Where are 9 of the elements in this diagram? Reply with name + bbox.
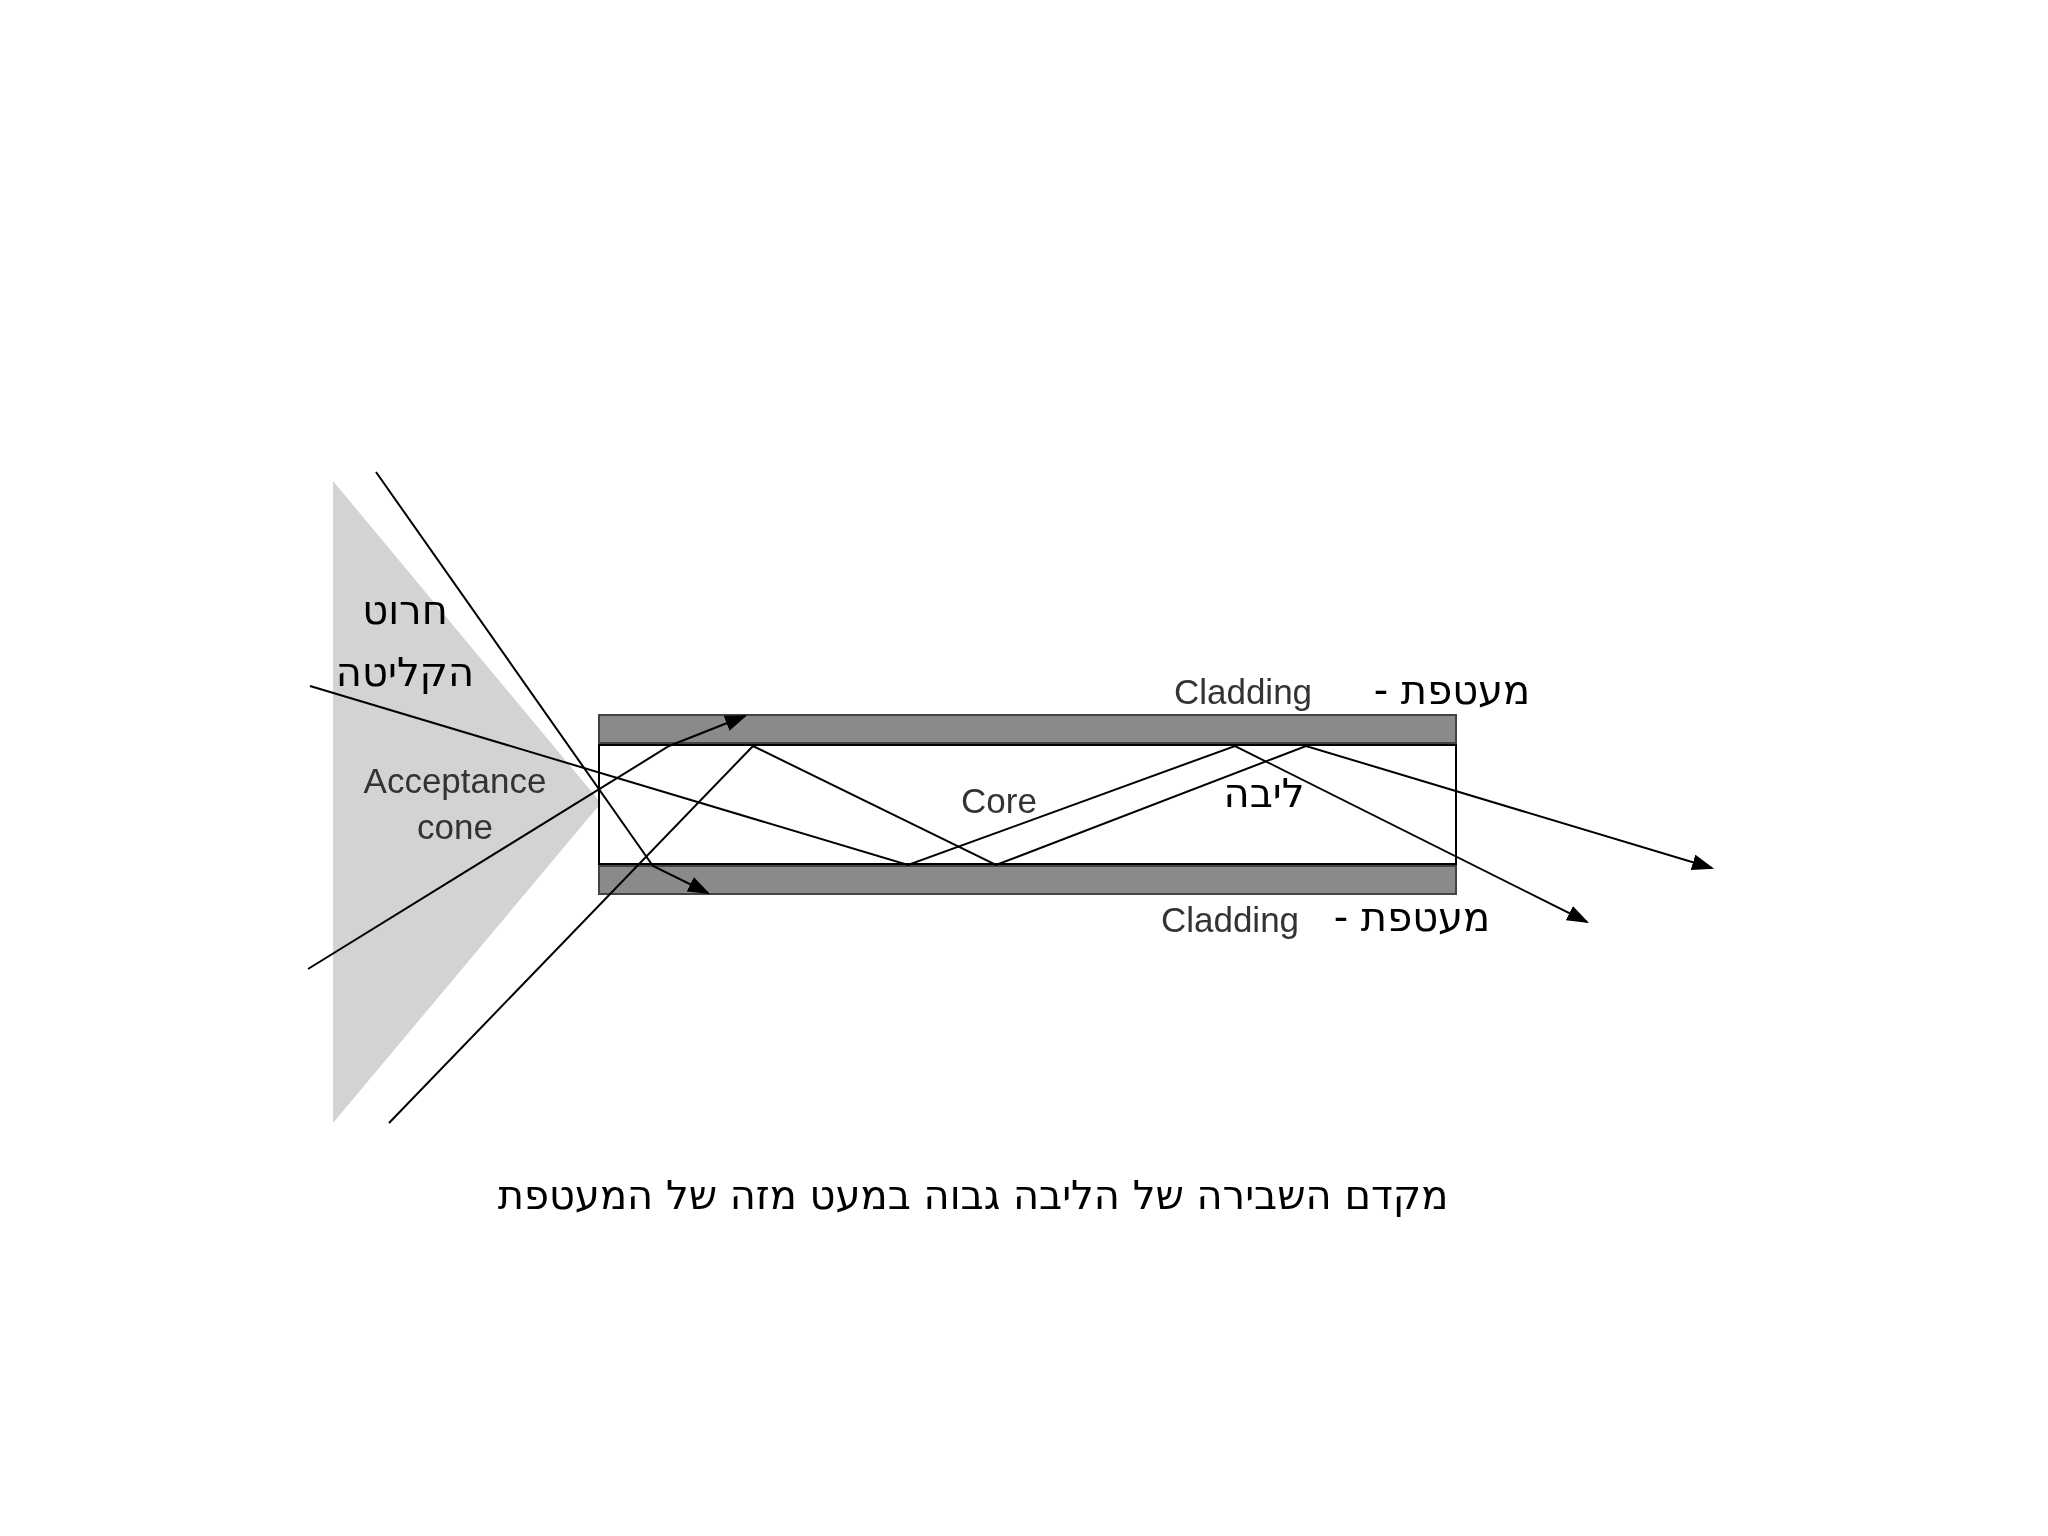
cladding-label: Cladding (1160, 899, 1300, 941)
cladding-label: מעטפת - (1373, 666, 1531, 714)
cladding-label: Cladding (1173, 671, 1313, 713)
cone-label: Acceptance cone (362, 760, 548, 848)
core-label: ליבה (1223, 769, 1305, 817)
cone-label: חרוט הקליטה (334, 586, 476, 697)
core-label: Core (961, 780, 1037, 822)
cladding-label: מעטפת - (1333, 893, 1491, 941)
caption: מקדם השבירה של הליבה גבוה במעט מזה של המעטפת (497, 1171, 1449, 1219)
